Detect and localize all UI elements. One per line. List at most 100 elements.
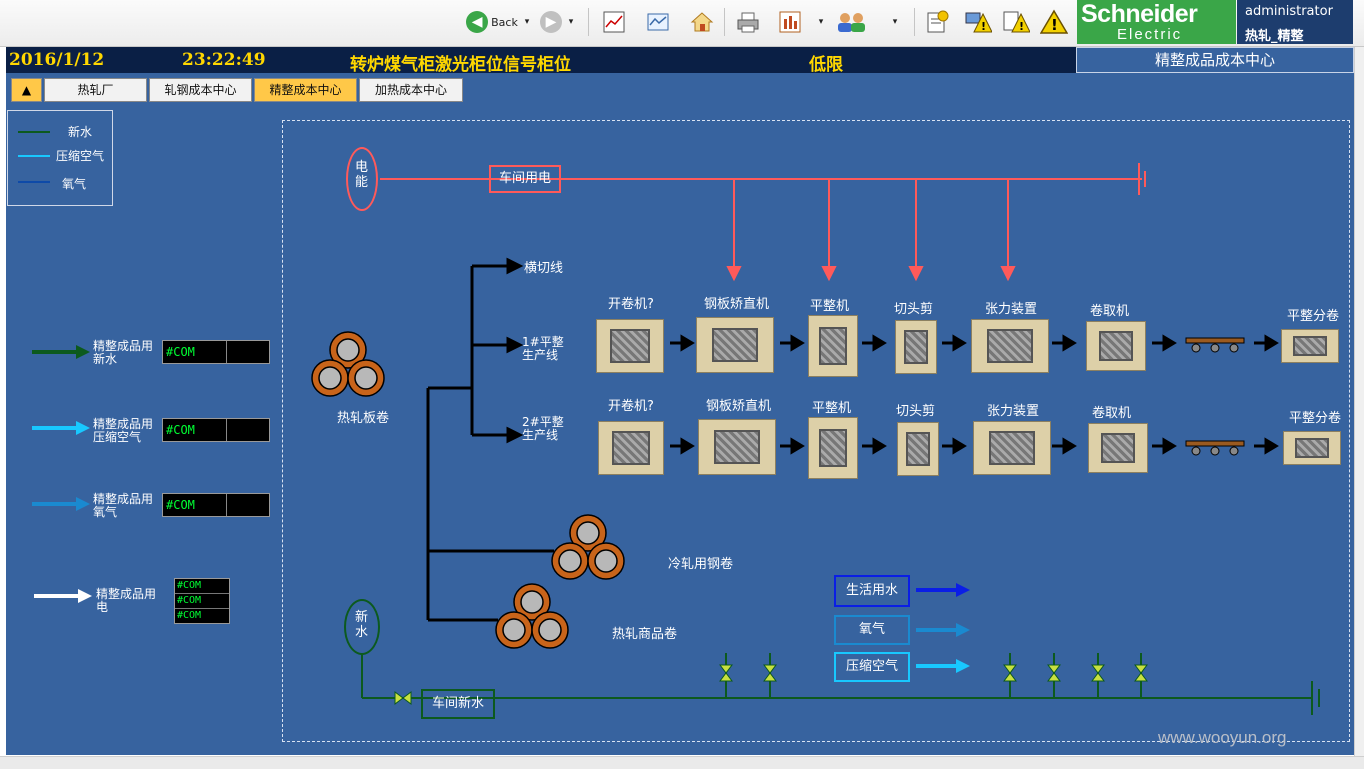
line1-crop-shear-label: 切头剪 <box>894 302 934 317</box>
hmi-canvas: 2016/1/12 23:22:49 转炉煤气柜激光柜位信号柜位 低限 精整成品… <box>6 47 1354 755</box>
water-source[interactable] <box>344 599 380 655</box>
report-icon[interactable] <box>644 8 672 36</box>
coil-source-label: 热轧板卷 <box>337 411 390 426</box>
pipe-legend: 新水 压缩空气 氧气 <box>7 110 113 206</box>
brand-sub: Electric <box>1117 26 1183 43</box>
legend-line-oxygen <box>18 181 50 183</box>
commercial-coil-icon <box>495 583 569 649</box>
browser-toolbar: ◀ Back ▾ ▶ ▾ ▾ ▾ ! ! ! Schneider Electri… <box>0 0 1364 47</box>
line1-divide-unit[interactable] <box>1281 329 1339 363</box>
hot-coil-icon <box>311 331 385 397</box>
oxygen-readout: #COM <box>162 493 270 517</box>
tab-hot-rolling-plant[interactable]: 热轧厂 <box>44 78 147 102</box>
legend-line-air <box>18 155 50 157</box>
forward-dropdown-icon[interactable]: ▾ <box>568 17 574 27</box>
line2-uncoiler-label: 开卷机? <box>608 399 654 414</box>
alarm-list-icon[interactable] <box>922 8 952 36</box>
document-warning-icon[interactable]: ! <box>1000 8 1032 36</box>
compressed-air-box[interactable]: 压缩空气 <box>834 652 910 682</box>
oxygen-box[interactable]: 氧气 <box>834 615 910 645</box>
power-value-2: #COM <box>175 594 229 609</box>
back-dropdown-icon[interactable]: ▾ <box>524 17 530 27</box>
user-name: administrator <box>1245 4 1333 19</box>
brand-name: Schneider <box>1081 0 1198 28</box>
shop-water-box[interactable]: 车间新水 <box>421 689 495 719</box>
line1-temper-mill-label: 平整机 <box>810 299 850 314</box>
air-usage-label: 精整成品用压缩空气 <box>93 417 154 444</box>
line2-uncoiler[interactable] <box>598 421 664 475</box>
line1-uncoiler[interactable] <box>596 319 664 373</box>
tab-heating-cost-center[interactable]: 加热成本中心 <box>359 78 463 102</box>
power-label: 电能 <box>355 160 369 190</box>
svg-text:!: ! <box>981 20 986 33</box>
line1-leveler-label: 钢板矫直机 <box>704 297 770 312</box>
power-usage-label: 精整成品用电 <box>96 587 157 614</box>
tab-finishing-cost-center[interactable]: 精整成本中心 <box>254 78 357 102</box>
line1-divide-label: 平整分卷 <box>1287 309 1340 324</box>
watermark: www.wooyun.org <box>1158 728 1287 747</box>
users-dropdown-icon[interactable]: ▾ <box>892 17 898 27</box>
network-warning-icon[interactable]: ! <box>962 8 994 36</box>
line1-temper-mill[interactable] <box>808 315 858 377</box>
line2-coiler-label: 卷取机 <box>1092 406 1132 421</box>
line1-crop-shear[interactable] <box>895 320 937 374</box>
power-source[interactable] <box>346 147 378 211</box>
line2-divide-unit[interactable] <box>1283 431 1341 465</box>
line2-crop-shear[interactable] <box>897 422 939 476</box>
line1-coiler[interactable] <box>1086 321 1146 371</box>
line2-divide-label: 平整分卷 <box>1289 411 1342 426</box>
line1-uncoiler-label: 开卷机? <box>608 297 654 312</box>
back-button[interactable]: ◀ Back <box>462 8 522 36</box>
water-readout: #COM <box>162 340 270 364</box>
domestic-water-box[interactable]: 生活用水 <box>834 575 910 607</box>
forward-button[interactable]: ▶ <box>538 8 564 36</box>
legend-label-air: 压缩空气 <box>56 149 105 163</box>
line1-tension-label: 张力装置 <box>985 302 1038 317</box>
water-label: 新水 <box>355 610 369 640</box>
commercial-coil-label: 热轧商品卷 <box>612 627 678 642</box>
legend-label-water: 新水 <box>68 125 93 139</box>
power-value-1: #COM <box>175 579 229 594</box>
line2-coiler[interactable] <box>1088 423 1148 473</box>
chart-dropdown-icon[interactable]: ▾ <box>818 17 824 27</box>
vertical-scrollbar[interactable] <box>1354 47 1364 756</box>
alarm-message: 转炉煤气柜激光柜位信号柜位 <box>350 55 571 75</box>
power-value-3: #COM <box>175 609 229 623</box>
warning-icon[interactable]: ! <box>1038 8 1070 36</box>
cost-center-title: 精整成品成本中心 <box>1076 47 1354 73</box>
users-icon[interactable] <box>832 8 872 36</box>
line1-label: 1#平整生产线 <box>522 335 564 362</box>
water-value: #COM <box>163 341 227 363</box>
forward-arrow-icon: ▶ <box>540 11 562 33</box>
bar-chart-icon[interactable] <box>776 8 804 36</box>
header-date: 2016/1/12 <box>9 50 105 70</box>
cold-coil-icon <box>551 514 625 580</box>
line2-tension-unit[interactable] <box>973 421 1051 475</box>
line2-temper-mill-label: 平整机 <box>812 401 852 416</box>
back-label: Back <box>491 15 518 29</box>
oxygen-usage-label: 精整成品用氧气 <box>93 492 154 519</box>
oxygen-value: #COM <box>163 494 227 516</box>
left-arrows <box>32 345 92 603</box>
user-box: administrator 热轧_精整 <box>1237 0 1353 44</box>
status-header: 2016/1/12 23:22:49 转炉煤气柜激光柜位信号柜位 低限 <box>6 47 1076 75</box>
cross-cut-label: 横切线 <box>524 261 564 276</box>
line2-leveler[interactable] <box>698 419 776 475</box>
line2-crop-shear-label: 切头剪 <box>896 404 936 419</box>
print-icon[interactable] <box>734 8 762 36</box>
tab-rolling-cost-center[interactable]: 轧钢成本中心 <box>149 78 252 102</box>
line2-temper-mill[interactable] <box>808 417 858 479</box>
home-icon[interactable] <box>688 8 716 36</box>
line2-tension-label: 张力装置 <box>987 404 1040 419</box>
shop-power-box[interactable]: 车间用电 <box>489 165 561 193</box>
schneider-logo: Schneider Electric <box>1077 0 1236 44</box>
line1-leveler[interactable] <box>696 317 774 373</box>
line1-coiler-label: 卷取机 <box>1090 304 1130 319</box>
horizontal-scrollbar[interactable] <box>0 756 1364 769</box>
scroll-up-button[interactable]: ▲ <box>11 78 42 102</box>
line1-tension-unit[interactable] <box>971 319 1049 373</box>
svg-text:!: ! <box>1019 20 1024 33</box>
screen-name: 热轧_精整 <box>1245 29 1304 44</box>
trend-chart-icon[interactable] <box>600 8 628 36</box>
process-diagram-frame <box>282 120 1350 742</box>
